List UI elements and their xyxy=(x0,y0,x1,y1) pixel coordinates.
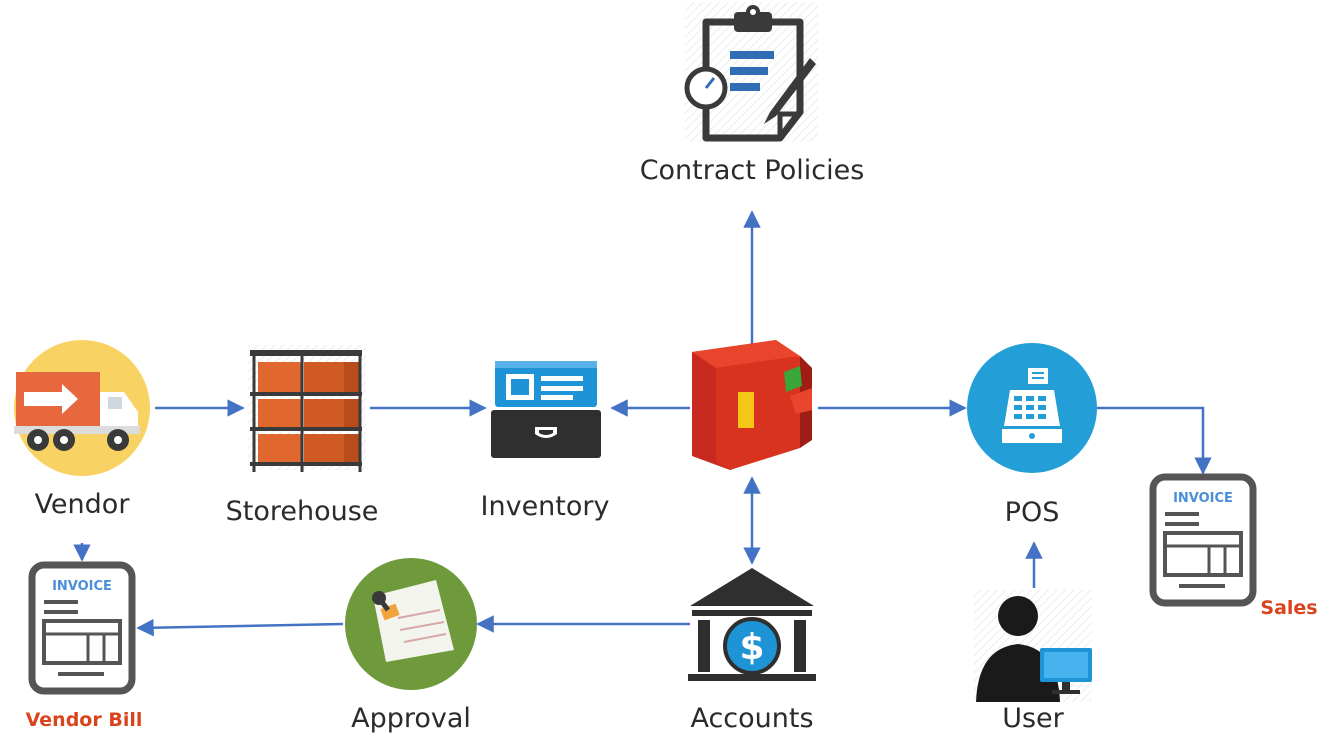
drawer-cabinet-icon xyxy=(491,361,601,458)
bank-dollar-icon: $ xyxy=(688,568,816,681)
node-label-vendor: Vendor xyxy=(34,489,130,520)
invoice-title: INVOICE xyxy=(1173,491,1233,506)
arrow-approval-to-vendorbill xyxy=(136,618,344,637)
user-computer-icon xyxy=(974,590,1092,702)
node-label-approval: Approval xyxy=(351,703,471,734)
node-label-pos: POS xyxy=(1004,497,1060,528)
node-label-storehouse: Storehouse xyxy=(225,496,379,527)
node-label-user: User xyxy=(1002,703,1064,734)
node-label-inventory: Inventory xyxy=(480,491,610,522)
delivery-truck-icon xyxy=(14,340,150,476)
svg-text:$: $ xyxy=(739,627,764,668)
clipboard-pen-icon xyxy=(684,2,818,142)
arrow-pos-to-sales xyxy=(1097,406,1212,475)
cash-register-icon xyxy=(967,343,1097,473)
shelf-boxes-icon xyxy=(248,345,366,472)
stamp-document-icon xyxy=(345,558,477,690)
invoice-document-icon: INVOICE xyxy=(28,561,136,695)
connectors xyxy=(73,210,1212,637)
node-label-contract-policies: Contract Policies xyxy=(639,155,865,186)
odoo-logo-icon xyxy=(692,340,812,470)
document-label-sales: Sales xyxy=(1260,597,1318,619)
document-label-vendor-bill: Vendor Bill xyxy=(25,709,143,731)
invoice-document-icon: INVOICE xyxy=(1149,473,1257,607)
invoice-title: INVOICE xyxy=(52,579,112,594)
node-label-accounts: Accounts xyxy=(690,703,814,734)
